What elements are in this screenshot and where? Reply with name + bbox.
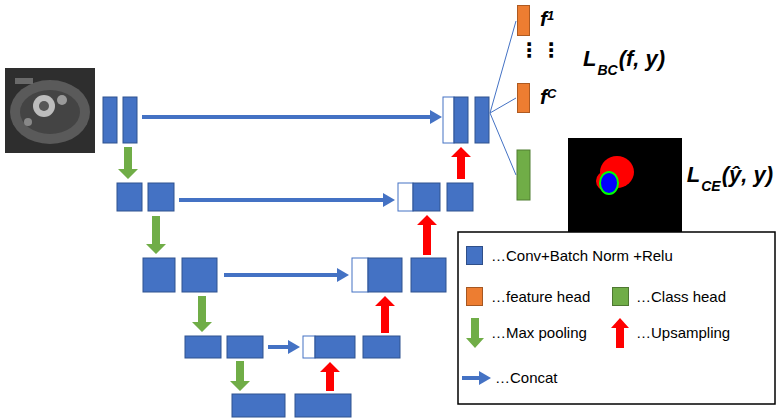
legend-maxpool-arrow xyxy=(466,318,484,348)
upsample-arrow xyxy=(451,147,471,179)
feature-head-box xyxy=(517,5,530,36)
legend-text: …Concat xyxy=(495,368,558,388)
loss-subscript: BC xyxy=(597,62,617,78)
mri-image xyxy=(5,68,95,153)
concat-arrowhead xyxy=(288,340,300,354)
mri-lumen xyxy=(39,101,49,111)
legend-text: …feature head xyxy=(491,287,590,307)
legend-text: …Class head xyxy=(636,287,726,307)
segmentation-image xyxy=(568,138,682,232)
feature-symbol: f xyxy=(540,7,547,30)
head-line xyxy=(490,21,516,113)
feature-head-text: f1 xyxy=(540,7,554,31)
legend-concat-arrow xyxy=(462,376,481,380)
mri-body xyxy=(10,80,90,144)
mri-heart xyxy=(33,95,55,117)
concat-part xyxy=(303,336,315,358)
feature-head-text: fC xyxy=(540,85,556,109)
class-head xyxy=(517,150,530,200)
concat-arrowhead xyxy=(337,268,349,282)
legend-text: …Upsampling xyxy=(636,323,730,343)
conv-block xyxy=(413,183,440,211)
concat-part xyxy=(352,258,368,292)
feature-index: 1 xyxy=(547,8,554,23)
upsample-arrow xyxy=(320,362,340,391)
legend-upsample-arrow xyxy=(611,318,629,348)
conv-block xyxy=(227,336,263,358)
head-line xyxy=(490,98,516,113)
legend-concat-arrowhead xyxy=(479,371,491,385)
feature-head: f1 xyxy=(517,5,557,36)
concat-part xyxy=(398,183,413,211)
maxpool-arrow xyxy=(146,216,166,254)
conv-block xyxy=(315,336,355,358)
conv-block xyxy=(232,394,285,417)
mri-detail xyxy=(15,78,33,84)
feature-head-box xyxy=(517,83,530,113)
legend-swatch xyxy=(612,287,629,306)
mri-tissue xyxy=(20,90,80,134)
loss-arguments: (ŷ, y) xyxy=(722,163,773,187)
head-line xyxy=(490,113,516,175)
conv-block xyxy=(182,258,217,292)
concat-arrow xyxy=(268,345,290,349)
conv-block xyxy=(368,258,402,292)
concat-arrow xyxy=(142,115,432,119)
legend-text: …Conv+Batch Norm +Relu xyxy=(491,246,673,266)
legend-frame xyxy=(458,232,775,404)
upsample-arrow xyxy=(375,296,395,333)
ellipsis-mark: ⋮ xyxy=(519,38,539,62)
legend-text: …Max pooling xyxy=(491,323,587,343)
concat-arrowhead xyxy=(430,110,442,124)
concat-arrow xyxy=(179,198,385,202)
maxpool-arrow xyxy=(118,147,138,179)
conv-block xyxy=(447,183,473,211)
conv-block xyxy=(411,258,446,292)
concat-arrowhead xyxy=(383,193,395,207)
conv-block xyxy=(117,183,142,211)
ellipsis-mark: ⋮ xyxy=(541,38,561,62)
maxpool-arrow xyxy=(230,361,250,391)
loss-symbol: L xyxy=(583,47,596,71)
concat-part xyxy=(443,97,454,143)
feature-head: fC xyxy=(517,83,559,113)
conv-block xyxy=(295,394,351,417)
conv-block xyxy=(185,336,221,358)
concat-arrow xyxy=(224,273,339,277)
feature-symbol: f xyxy=(540,85,547,108)
loss-symbol: L xyxy=(687,163,700,187)
conv-block xyxy=(363,336,400,358)
segmentation-region xyxy=(600,172,618,194)
maxpool-arrow xyxy=(192,296,212,332)
legend-swatch xyxy=(466,246,483,265)
mri-vessel xyxy=(24,118,32,126)
conv-block xyxy=(123,97,137,143)
upsample-arrow xyxy=(417,215,437,255)
conv-block xyxy=(148,183,174,211)
conv-block xyxy=(143,258,175,292)
legend-swatch xyxy=(466,287,483,306)
conv-block xyxy=(475,97,489,143)
conv-block xyxy=(454,97,468,143)
mri-vessel xyxy=(57,95,67,105)
feature-index: C xyxy=(547,86,556,101)
conv-block xyxy=(103,97,117,143)
loss-arguments: (f, y) xyxy=(619,47,665,71)
loss-subscript: CE xyxy=(701,178,720,194)
